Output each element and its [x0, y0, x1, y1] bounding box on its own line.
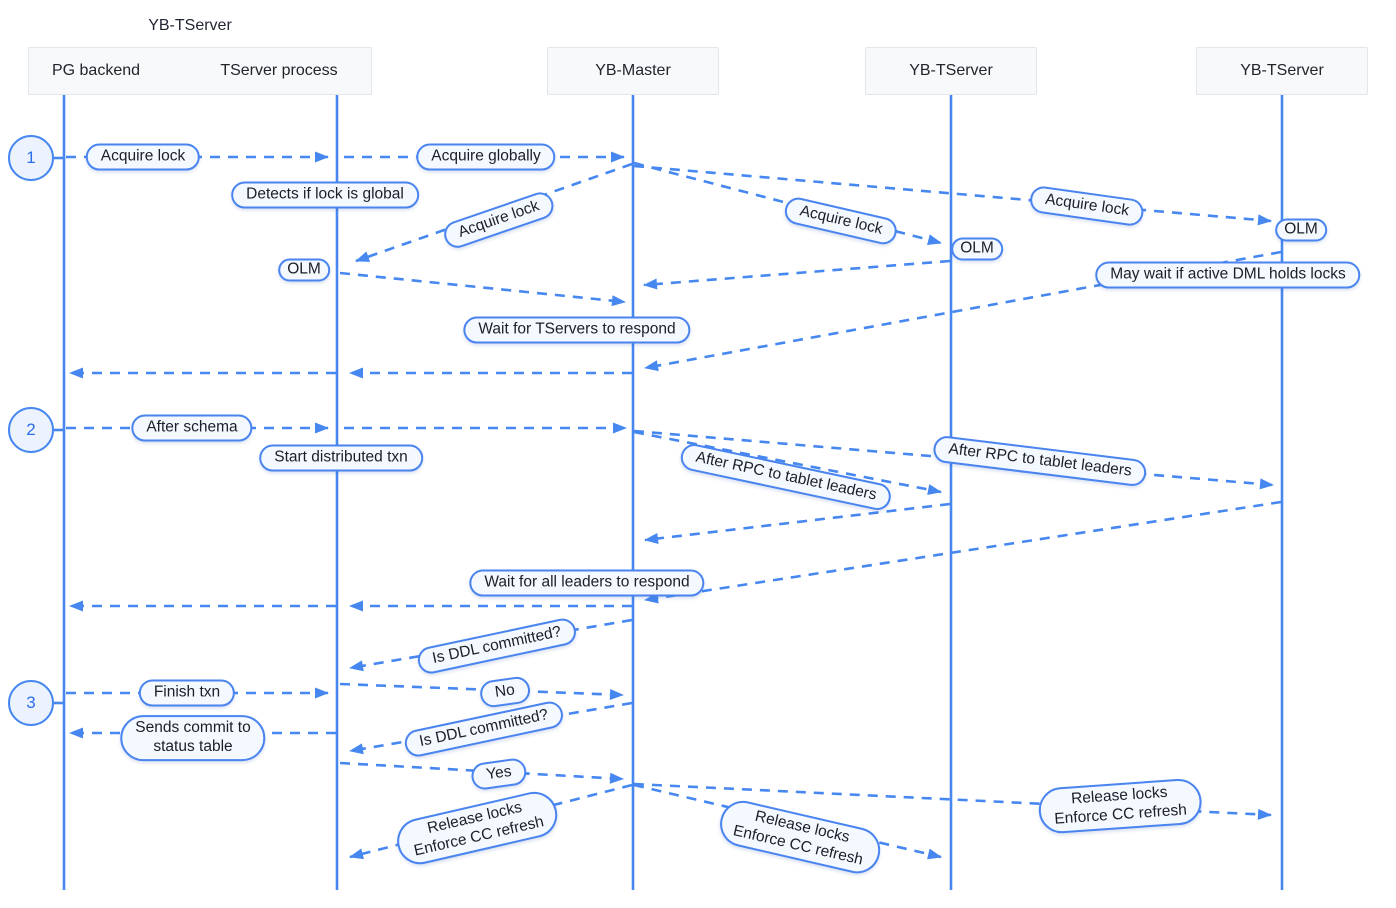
pill-acquire-globally: Acquire globally	[416, 143, 556, 171]
pill-finish-txn: Finish txn	[138, 679, 236, 707]
pill-line: Yes	[485, 762, 513, 784]
pill-detects-if-lock-is-global: Detects if lock is global	[231, 181, 419, 209]
arrow-ts1-leaders-response-to-master	[644, 502, 951, 544]
arrow-after-rpc-master-to-ts1	[633, 430, 942, 495]
pill-line: Detects if lock is global	[246, 185, 404, 203]
arrow-is-ddl-committed-master-to-tsp-1	[349, 618, 633, 672]
group-title-yb-tserver: YB-TServer	[148, 17, 232, 34]
actor-header-box-3	[1196, 47, 1368, 95]
arrow-acquire-lock-master-to-ts2	[633, 164, 1272, 226]
pill-after-schema: After schema	[131, 414, 253, 442]
pill-line: status table	[153, 738, 233, 755]
actor-label-yb-tserver: YB-TServer	[909, 62, 993, 79]
step-badge-3: 3	[8, 680, 54, 726]
pill-line: OLM	[287, 260, 321, 278]
pill-may-wait-note: May wait if active DML holds locks	[1095, 261, 1361, 289]
actor-label-yb-master: YB-Master	[595, 62, 671, 79]
pill-line: Wait for TServers to respond	[478, 320, 676, 338]
pill-line: OLM	[960, 239, 994, 257]
pill-line: Start distributed txn	[274, 448, 408, 466]
pill-olm-ts1: OLM	[951, 237, 1003, 261]
arrow-is-ddl-committed-master-to-tsp-2	[349, 701, 633, 755]
actor-label-tserver-process: TServer process	[220, 62, 338, 79]
pill-line: Acquire lock	[100, 147, 186, 165]
pill-line: Wait for all leaders to respond	[484, 573, 690, 591]
pill-olm-tsp: OLM	[278, 258, 330, 282]
pill-line: No	[493, 681, 516, 701]
actor-label-pg-backend: PG backend	[51, 62, 141, 79]
actor-header-box-1	[547, 47, 719, 95]
pill-line: Finish txn	[153, 683, 221, 701]
arrow-ts2-leaders-response-to-master	[644, 500, 1282, 604]
actor-label-yb-tserver: YB-TServer	[1240, 62, 1324, 79]
pill-line: Sends commit to	[135, 719, 251, 737]
pill-acquire-lock-1: Acquire lock	[85, 143, 201, 171]
arrow-tsp-olm-response-to-master	[339, 271, 626, 307]
pill-olm-ts2: OLM	[1275, 218, 1327, 242]
arrow-ts1-olm-response-to-master	[643, 259, 951, 290]
arrow-no-tsp-to-master	[339, 682, 624, 700]
arrow-yes-tsp-to-master	[339, 761, 624, 784]
pill-line: May wait if active DML holds locks	[1110, 265, 1346, 283]
pill-start-distributed-txn: Start distributed txn	[259, 444, 423, 472]
pill-line: OLM	[1284, 220, 1318, 238]
pill-line: Acquire globally	[431, 147, 541, 165]
pill-wait-for-tservers: Wait for TServers to respond	[463, 316, 691, 344]
pill-wait-for-leaders: Wait for all leaders to respond	[469, 569, 705, 597]
step-badge-1: 1	[8, 135, 54, 181]
actor-header-box-0	[28, 47, 372, 95]
pill-line: After schema	[146, 418, 238, 436]
actor-header-box-2	[865, 47, 1037, 95]
step-badge-2: 2	[8, 407, 54, 453]
